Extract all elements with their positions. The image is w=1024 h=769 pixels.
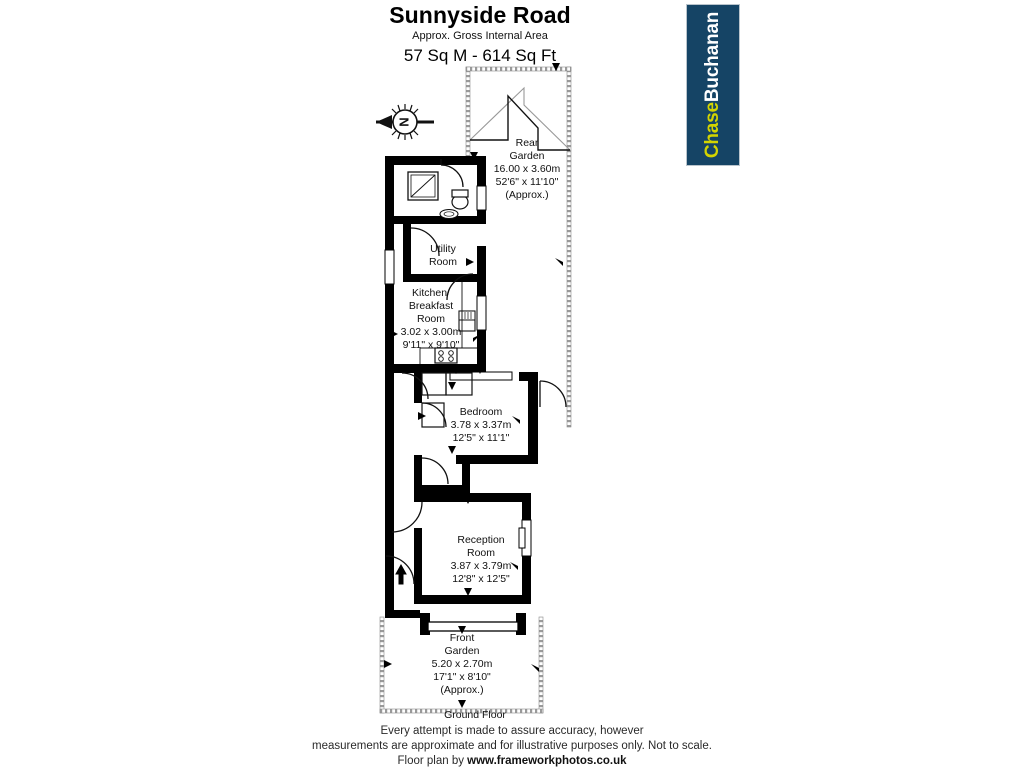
kitchen-imperial: 9'11" x 9'10" — [403, 339, 460, 351]
kitchen-name-line1: Kitchen/ — [412, 287, 450, 299]
page-title: Sunnyside Road — [389, 2, 571, 28]
front-garden-name-line1: Front — [450, 632, 475, 644]
reception-name-line1: Reception — [457, 534, 504, 546]
front-garden-note: (Approx.) — [440, 684, 483, 696]
room-label-kitchen-breakfast: Kitchen/ Breakfast Room 3.02 x 3.00m 9'1… — [401, 287, 462, 351]
kitchen-name-line3: Room — [417, 313, 445, 325]
bedroom-name-line1: Bedroom — [460, 406, 503, 418]
floorplan-drawing: N Rear Garden 16.00 x 3.60m 52'6" x 11'1… — [376, 63, 572, 721]
disclaimer-footer: Every attempt is made to assure accuracy… — [0, 724, 1024, 769]
dimension-markers — [384, 63, 563, 708]
plan-header: Sunnyside Road Approx. Gross Internal Ar… — [330, 2, 630, 66]
rear-garden-metric: 16.00 x 3.60m — [494, 163, 561, 175]
bathroom-fixtures — [407, 171, 469, 220]
room-label-rear-garden: Rear Garden 16.00 x 3.60m 52'6" x 11'10"… — [494, 137, 561, 201]
front-garden-imperial: 17'1" x 8'10" — [433, 671, 491, 683]
rear-garden-name-line1: Rear — [516, 137, 539, 149]
entrance-arrow-icon — [395, 563, 407, 585]
credit-prefix: Floor plan by — [397, 755, 464, 767]
compass-north-label: N — [396, 117, 411, 126]
credit-url: www.frameworkphotos.co.uk — [467, 755, 627, 767]
reception-imperial: 12'8" x 12'5" — [452, 573, 510, 585]
credit-line: Floor plan by www.frameworkphotos.co.uk — [0, 754, 1024, 769]
disclaimer-line1: Every attempt is made to assure accuracy… — [380, 725, 644, 737]
kitchen-metric: 3.02 x 3.00m — [401, 326, 462, 338]
garden-boundaries — [379, 66, 572, 714]
reception-name-line2: Room — [467, 547, 495, 559]
floor-level-label: Ground Floor — [444, 709, 506, 721]
plan-total-area: 57 Sq M - 614 Sq Ft — [403, 46, 557, 65]
room-label-utility-room: Utility Room — [429, 243, 457, 268]
break-line-symbol — [469, 86, 571, 151]
rear-garden-note: (Approx.) — [505, 189, 548, 201]
plan-subtitle: Approx. Gross Internal Area — [412, 30, 548, 42]
kitchen-name-line2: Breakfast — [409, 300, 453, 312]
utility-room-name-line2: Room — [429, 256, 457, 268]
room-label-front-garden: Front Garden 5.20 x 2.70m 17'1" x 8'10" … — [432, 632, 493, 696]
compass-icon: N — [376, 104, 434, 140]
rear-garden-name-line2: Garden — [509, 150, 544, 162]
reception-metric: 3.87 x 3.79m — [451, 560, 512, 572]
rear-garden-imperial: 52'6" x 11'10" — [496, 176, 559, 188]
room-label-reception-room: Reception Room 3.87 x 3.79m 12'8" x 12'5… — [451, 534, 512, 585]
bedroom-metric: 3.78 x 3.37m — [451, 419, 512, 431]
front-garden-name-line2: Garden — [444, 645, 479, 657]
front-garden-metric: 5.20 x 2.70m — [432, 658, 493, 670]
kitchen-fixtures — [419, 282, 477, 364]
room-label-bedroom: Bedroom 3.78 x 3.37m 12'5" x 11'1" — [451, 406, 512, 444]
bedroom-imperial: 12'5" x 11'1" — [453, 432, 510, 444]
disclaimer-line2: measurements are approximate and for ill… — [312, 740, 712, 752]
utility-room-name-line1: Utility — [430, 243, 456, 255]
brand-logo: ChaseBuchanan — [686, 4, 740, 166]
